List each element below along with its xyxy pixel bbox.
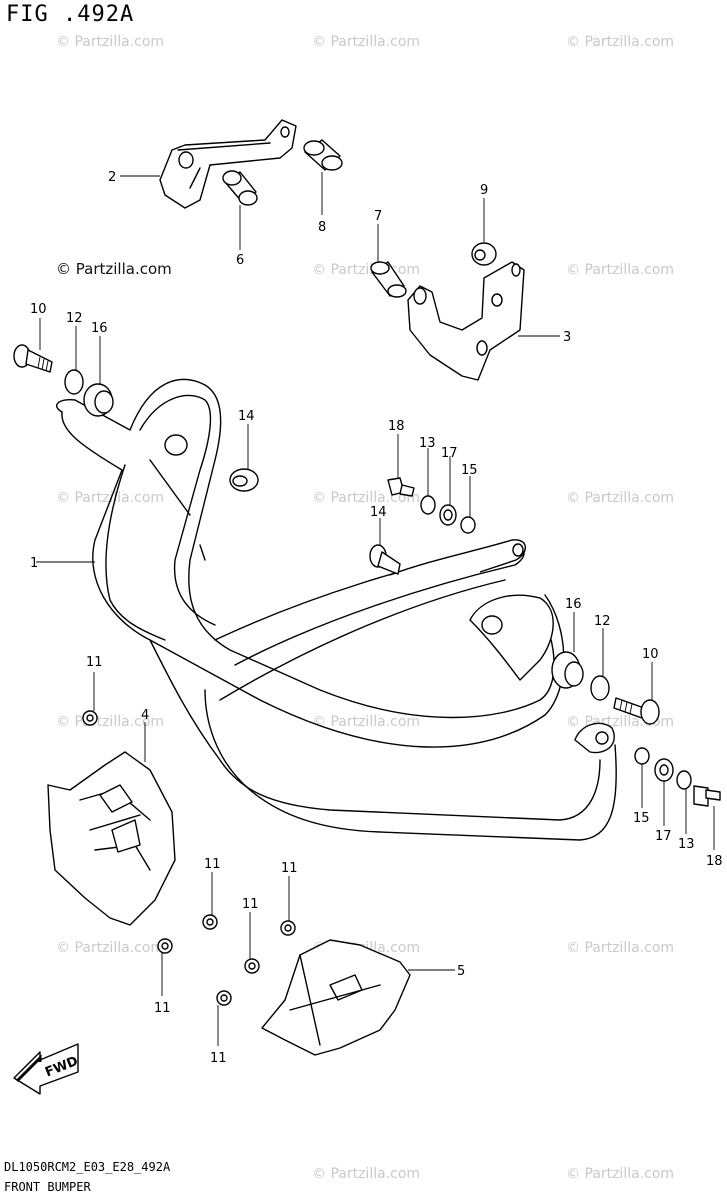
brand-label: © Partzilla.com — [56, 260, 172, 278]
callout-8: 8 — [318, 220, 326, 235]
callout-12-right: 12 — [594, 614, 611, 629]
collar-part-15-bottom[interactable] — [634, 747, 650, 765]
washer-part-13-bottom[interactable] — [676, 770, 692, 790]
collar-part-14-left[interactable] — [229, 468, 259, 492]
callout-5: 5 — [457, 964, 465, 979]
callout-16-left: 16 — [91, 321, 108, 336]
collar-part-6[interactable] — [222, 170, 258, 206]
callout-11-c: 11 — [154, 1001, 171, 1016]
watermark: © Partzilla.com — [566, 1166, 675, 1182]
washer-part-12-right[interactable] — [590, 675, 610, 701]
bolt-part-10-right[interactable] — [613, 697, 660, 725]
bolt-part-18-top[interactable] — [387, 477, 415, 497]
grommet-part-17-top[interactable] — [439, 504, 457, 526]
callout-11-e: 11 — [242, 897, 259, 912]
watermark: © Partzilla.com — [56, 490, 165, 506]
callout-14-left: 14 — [238, 409, 255, 424]
figure-title: FIG .492A — [6, 2, 135, 27]
cover-part-5[interactable] — [261, 939, 411, 1056]
collar-part-8[interactable] — [303, 139, 343, 171]
bracket-part-2[interactable] — [159, 119, 297, 209]
callout-13-top: 13 — [419, 436, 436, 451]
figure-code: DL1050RCM2_E03_E28_492A — [4, 1160, 171, 1174]
watermark: © Partzilla.com — [56, 34, 165, 50]
bolt-part-10-left[interactable] — [13, 344, 53, 373]
watermark: © Partzilla.com — [312, 34, 421, 50]
callout-11-b: 11 — [204, 857, 221, 872]
watermark: © Partzilla.com — [312, 714, 421, 730]
watermark: © Partzilla.com — [566, 34, 675, 50]
callouts: 1 2 3 4 5 6 7 8 9 10 12 16 14 18 13 17 1… — [30, 170, 723, 1066]
callout-10-right: 10 — [642, 647, 659, 662]
screw-part-11-f[interactable] — [216, 990, 232, 1006]
grommet-part-9[interactable] — [471, 242, 497, 266]
callout-3: 3 — [563, 330, 571, 345]
callout-10-left: 10 — [30, 302, 47, 317]
screw-part-11-e[interactable] — [244, 958, 260, 974]
callout-6: 6 — [236, 253, 244, 268]
callout-9: 9 — [480, 183, 488, 198]
cover-part-4[interactable] — [47, 751, 176, 926]
watermark: © Partzilla.com — [312, 1166, 421, 1182]
callout-11-a: 11 — [86, 655, 103, 670]
callout-2: 2 — [108, 170, 116, 185]
grommet-part-16-right[interactable] — [551, 651, 584, 689]
washer-part-13-top[interactable] — [420, 495, 436, 515]
leader-lines — [36, 172, 715, 1046]
grommet-part-16-left[interactable] — [83, 383, 114, 417]
callout-4: 4 — [141, 708, 149, 723]
callout-17-bottom: 17 — [655, 829, 672, 844]
collar-part-14-right[interactable] — [369, 544, 401, 575]
watermark: © Partzilla.com — [566, 262, 675, 278]
grommet-part-17-bottom[interactable] — [654, 758, 674, 782]
washer-part-12-left[interactable] — [64, 369, 84, 395]
screw-part-11-d[interactable] — [280, 920, 296, 936]
callout-14-right: 14 — [370, 505, 387, 520]
watermark: © Partzilla.com — [56, 940, 165, 956]
callout-15-bottom: 15 — [633, 811, 650, 826]
callout-18-bottom: 18 — [706, 854, 723, 869]
callout-18-top: 18 — [388, 419, 405, 434]
callout-12-left: 12 — [66, 311, 83, 326]
callout-16-right: 16 — [565, 597, 582, 612]
figure-name: FRONT BUMPER — [4, 1180, 91, 1194]
watermark: © Partzilla.com — [566, 940, 675, 956]
bolt-part-18-bottom[interactable] — [693, 785, 721, 807]
callout-17-top: 17 — [441, 446, 458, 461]
callout-13-bottom: 13 — [678, 837, 695, 852]
screw-part-11-a[interactable] — [82, 710, 98, 726]
watermark: © Partzilla.com — [566, 490, 675, 506]
bumper-frame-part-1[interactable] — [56, 378, 617, 841]
callout-15-top: 15 — [461, 463, 478, 478]
callout-7: 7 — [374, 209, 382, 224]
callout-11-d: 11 — [281, 861, 298, 876]
collar-part-7[interactable] — [370, 261, 407, 298]
callout-11-f: 11 — [210, 1051, 227, 1066]
bracket-part-3[interactable] — [407, 261, 525, 381]
screw-part-11-b[interactable] — [202, 914, 218, 930]
screw-part-11-c[interactable] — [157, 938, 173, 954]
callout-1: 1 — [30, 556, 38, 571]
collar-part-15-top[interactable] — [460, 516, 476, 534]
fwd-arrow-icon: FWD — [13, 1043, 80, 1095]
